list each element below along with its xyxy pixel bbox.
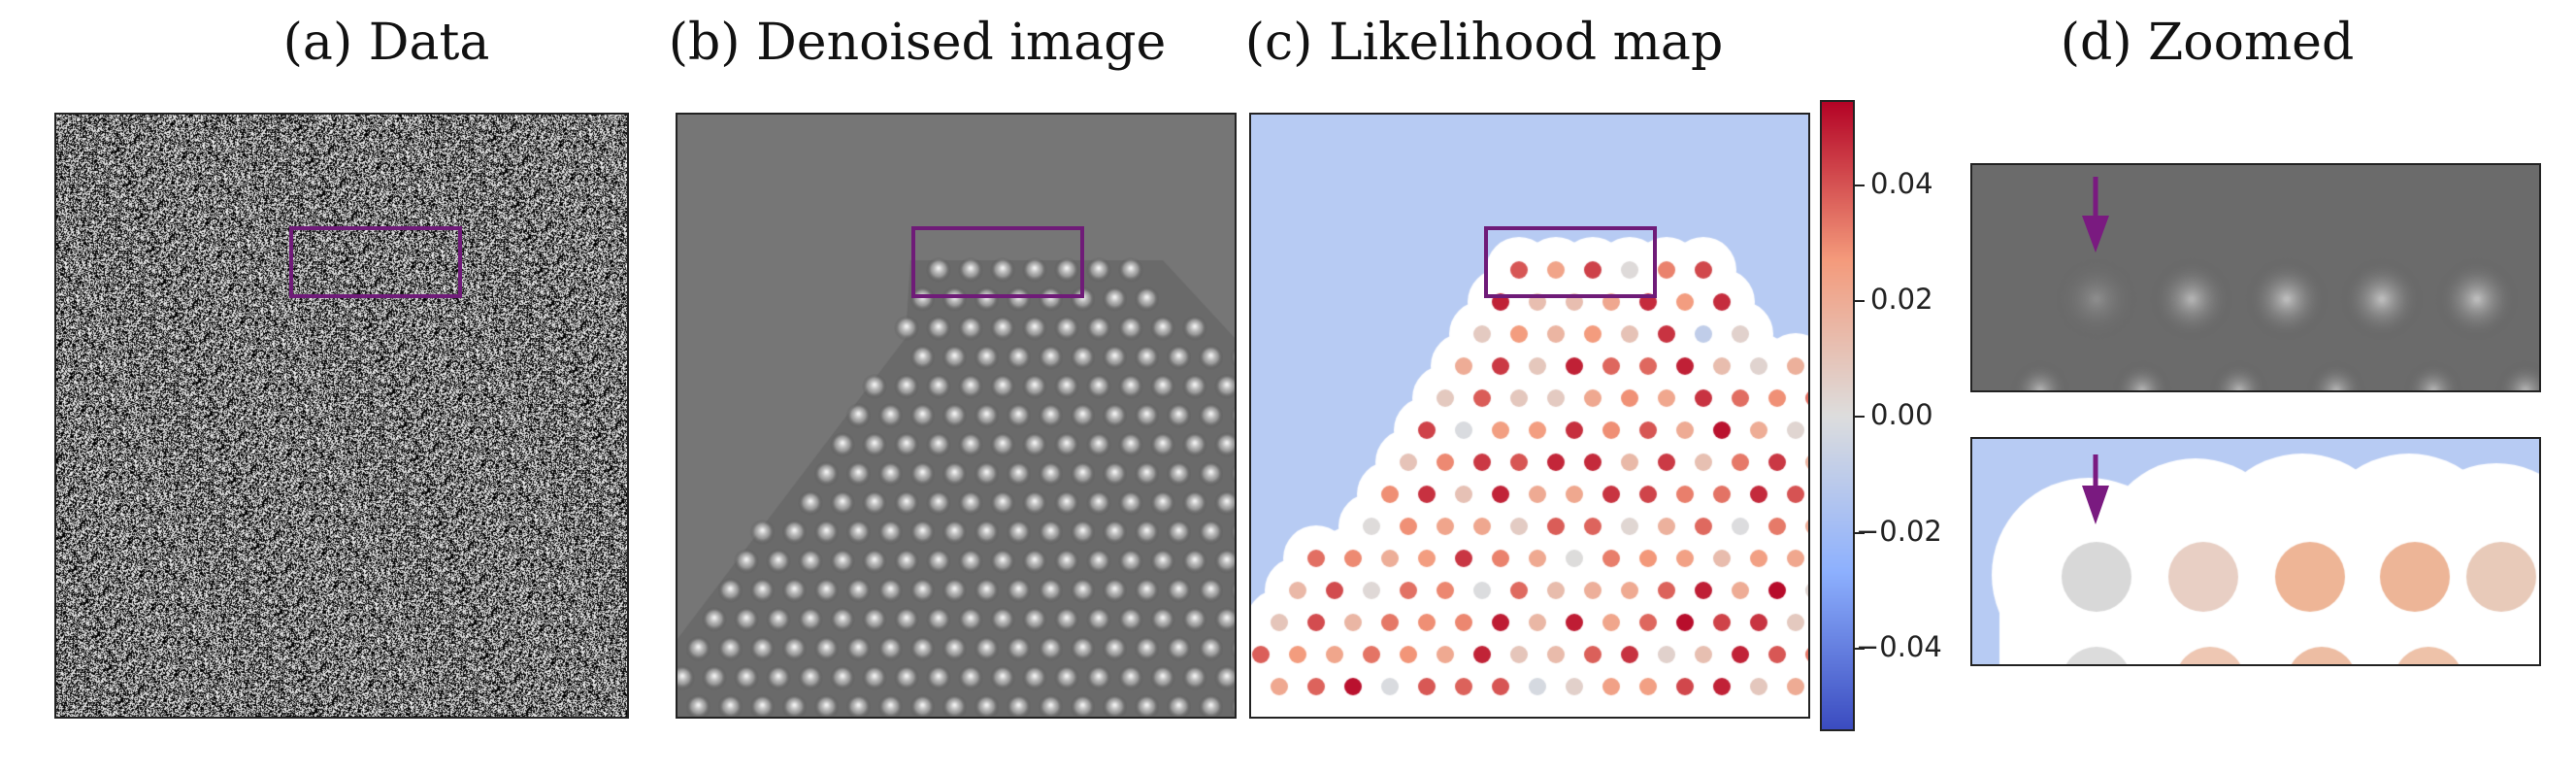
colorbar-tick-label: 0.04 [1870,167,1933,200]
panel-d-title: (d) Zoomed [2060,14,2355,72]
colorbar-tick-mark [1855,532,1865,534]
colorbar [1820,100,1855,731]
panel-a-title: (a) Data [282,14,490,72]
likelihood-map-image [1251,115,1808,717]
colorbar-tick-label: 0.02 [1870,283,1933,316]
panel-d-zoomed-likelihood [1970,437,2541,666]
panel-a-noisy-data [54,113,629,719]
panel-b-title: (b) Denoised image [668,14,1167,72]
colorbar-gradient [1822,102,1853,729]
colorbar-tick-mark [1855,185,1865,186]
colorbar-tick-label: −0.04 [1856,630,1942,663]
colorbar-tick-mark [1855,300,1865,302]
colorbar-tick-label: −0.02 [1856,515,1942,548]
colorbar-tick-label: 0.00 [1870,398,1933,431]
denoised-image [677,115,1235,717]
zoomed-denoised-image [1972,165,2539,390]
colorbar-tick-mark [1855,416,1865,418]
colorbar-tick-mark [1855,648,1865,650]
panel-c-title: (c) Likelihood map [1244,14,1724,72]
panel-d-zoomed-denoised [1970,163,2541,392]
noisy-data-image [56,115,627,717]
panel-c-likelihood-map [1249,113,1810,719]
panel-b-denoised [676,113,1237,719]
zoomed-likelihood-image [1972,439,2539,664]
